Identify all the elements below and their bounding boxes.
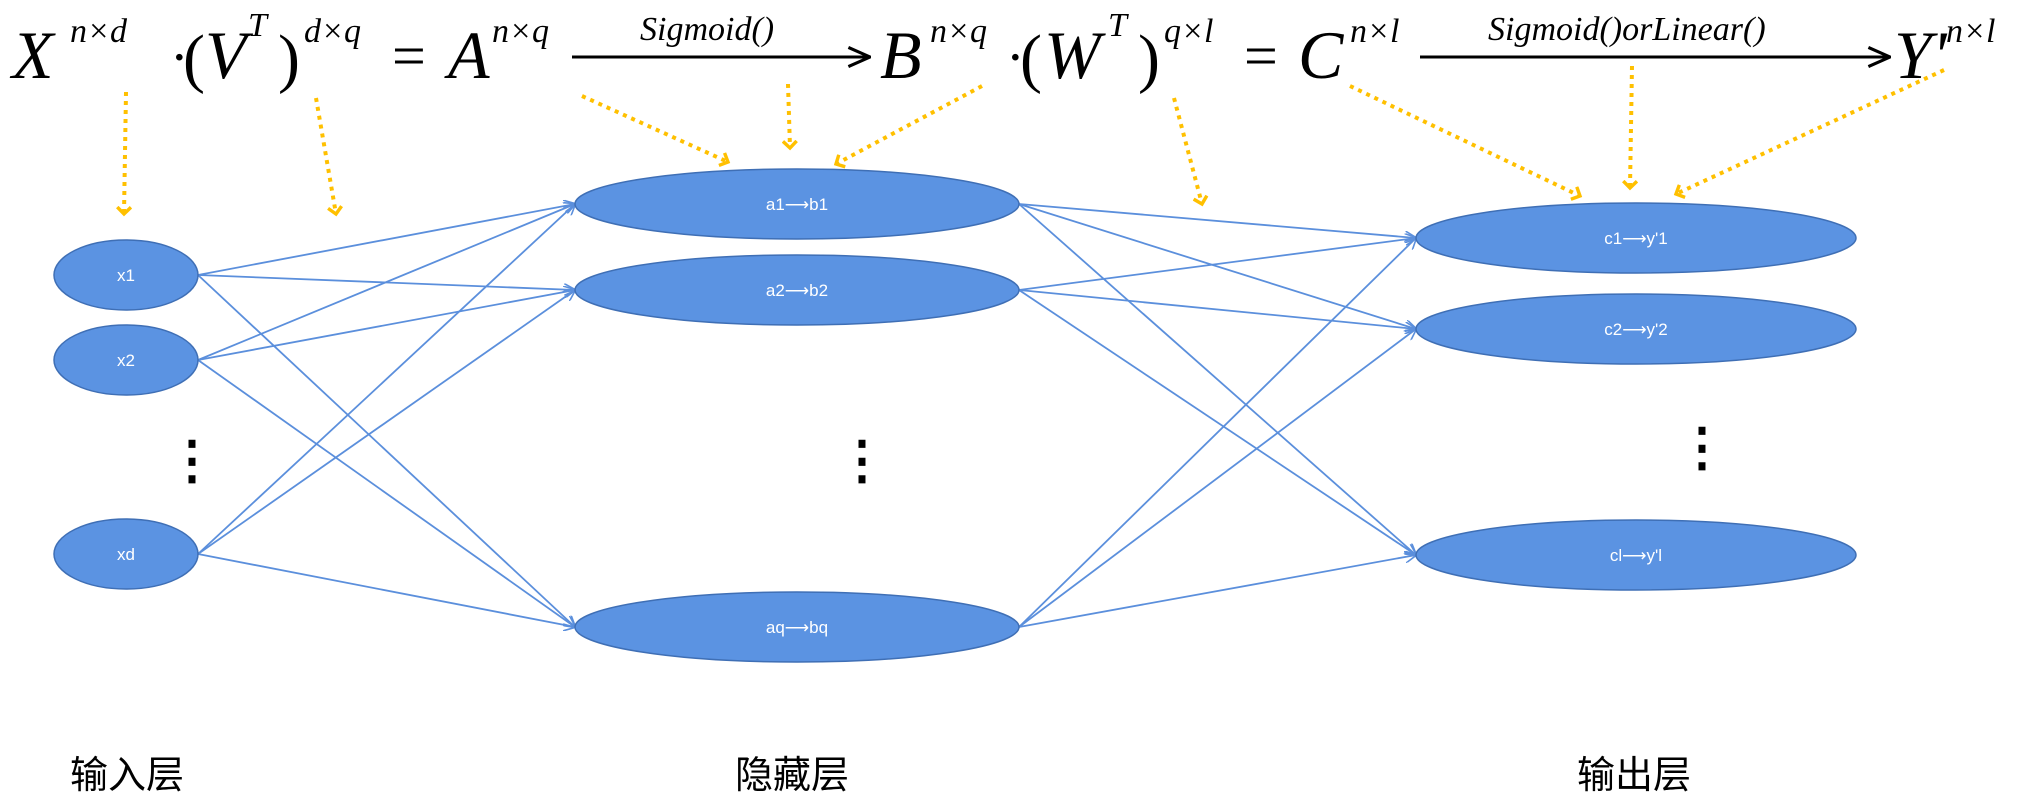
eq-w: W [1044, 17, 1106, 93]
output-layer: c1⟶y'1 c2⟶y'2 cl⟶y'l ⋮ [1415, 202, 1857, 591]
input-layer: x1 x2 xd ⋮ [53, 239, 218, 590]
hidden-node-q-label: aq⟶bq [766, 618, 828, 637]
eq-a: A [444, 17, 490, 93]
eq-b-sup: n×q [930, 13, 987, 50]
input-ellipsis: ⋮ [166, 432, 218, 490]
hidden-node-1-label: a1⟶b1 [766, 195, 828, 214]
input-layer-label: 输入层 [70, 753, 184, 797]
pointer-arrow-5 [836, 84, 983, 164]
edge-input-2-hidden-2 [197, 553, 575, 627]
hidden-node-2 [574, 254, 1020, 326]
input-node-x1 [53, 239, 199, 311]
connections [197, 203, 1416, 628]
pointer-arrow-8 [1630, 65, 1632, 188]
hidden-node-q [574, 591, 1020, 663]
eq-c-sup: n×l [1350, 13, 1399, 50]
pointer-arrow-9 [1676, 68, 1945, 194]
input-node-x1-label: x1 [117, 266, 135, 285]
edge-hidden-1-output-1 [1018, 289, 1416, 329]
input-node-xd-label: xd [117, 545, 135, 564]
edge-hidden-2-output-0 [1018, 238, 1416, 628]
output-node-2-label: c2⟶y'2 [1604, 320, 1668, 339]
eq-sigmoid-or-linear: Sigmoid()orLinear() [1488, 11, 1766, 48]
eq-y: Y' [1894, 17, 1948, 93]
formula: X n×d · ( V T ) d×q = A n×q Sigmoid() B … [9, 7, 1995, 95]
eq-v: V [205, 17, 254, 93]
eq-x-sup: n×d [70, 13, 128, 50]
edge-input-2-hidden-0 [197, 204, 575, 555]
input-node-x2-label: x2 [117, 351, 135, 370]
pointer-arrow-6 [1172, 97, 1202, 204]
edge-hidden-0-output-2 [1018, 203, 1416, 555]
eq-rparen-2: ) [1138, 22, 1160, 95]
hidden-ellipsis: ⋮ [836, 432, 888, 490]
edge-hidden-2-output-2 [1018, 555, 1416, 628]
pointer-arrow-3 [581, 94, 728, 162]
pointer-arrows [124, 65, 1945, 214]
edge-hidden-0-output-1 [1018, 203, 1416, 329]
edge-input-1-hidden-2 [197, 359, 575, 627]
eq-rparen-1: ) [278, 22, 300, 95]
eq-dot-2: · [1006, 27, 1025, 89]
eq-x: X [9, 17, 56, 93]
output-node-l-label: cl⟶y'l [1610, 546, 1662, 565]
output-ellipsis: ⋮ [1676, 419, 1728, 477]
eq-lparen-1: ( [183, 22, 205, 95]
eq-dot-1: · [170, 27, 189, 89]
hidden-node-2-label: a2⟶b2 [766, 281, 828, 300]
output-node-2 [1415, 293, 1857, 365]
edge-input-0-hidden-2 [197, 274, 575, 627]
eq-w-sup: T [1108, 7, 1129, 44]
output-node-l [1415, 519, 1857, 591]
hidden-layer-label: 隐藏层 [735, 753, 849, 797]
input-node-x2 [53, 324, 199, 396]
eq-c: C [1298, 17, 1344, 93]
output-node-1 [1415, 202, 1857, 274]
pointer-arrow-7 [1349, 84, 1580, 196]
output-layer-label: 输出层 [1577, 753, 1691, 797]
eq-sigmoid: Sigmoid() [640, 11, 774, 48]
pointer-arrow-4 [788, 83, 790, 148]
eq-w-outer-sup: q×l [1164, 13, 1213, 50]
eq-equals-1: = [392, 23, 426, 89]
eq-y-sup: n×l [1946, 13, 1995, 50]
hidden-layer: a1⟶b1 a2⟶b2 aq⟶bq ⋮ [574, 168, 1020, 663]
hidden-node-1 [574, 168, 1020, 240]
edge-input-1-hidden-1 [197, 290, 575, 361]
eq-a-sup: n×q [492, 13, 549, 50]
edge-hidden-1-output-2 [1018, 289, 1416, 555]
eq-v-outer-sup: d×q [304, 13, 361, 50]
eq-equals-2: = [1244, 23, 1278, 89]
pointer-arrow-2 [314, 97, 336, 214]
eq-v-sup: T [248, 7, 269, 44]
pointer-arrow-1 [124, 91, 126, 214]
edge-input-1-hidden-0 [197, 204, 575, 361]
input-node-xd [53, 518, 199, 590]
edge-input-0-hidden-0 [197, 204, 575, 276]
eq-b: B [880, 17, 922, 93]
eq-lparen-2: ( [1020, 22, 1042, 95]
edge-hidden-2-output-1 [1018, 329, 1416, 628]
edge-input-2-hidden-1 [197, 290, 575, 555]
edge-hidden-1-output-0 [1018, 238, 1416, 291]
edge-hidden-0-output-0 [1018, 203, 1416, 238]
output-node-1-label: c1⟶y'1 [1604, 229, 1668, 248]
